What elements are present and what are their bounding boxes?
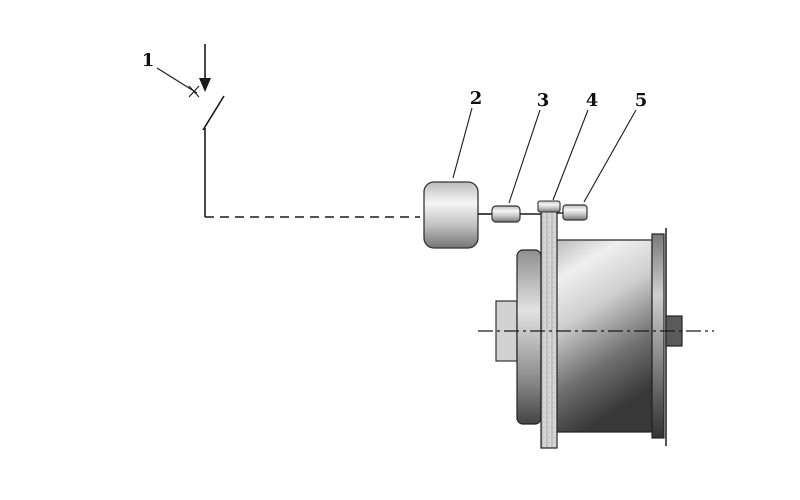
callout-4-leader	[552, 109, 589, 201]
callout-1-label: 1	[142, 50, 155, 71]
release-block	[562, 204, 588, 221]
switch-blade	[202, 95, 225, 131]
callout-2-group: 2	[452, 88, 483, 179]
motor-body	[544, 239, 653, 433]
callout-4-group: 4	[552, 90, 599, 201]
callout-2-leader	[452, 107, 473, 179]
callout-3-leader	[508, 109, 541, 204]
callout-2-label: 2	[470, 88, 483, 109]
electromagnet-cylinder	[423, 181, 479, 249]
supply-arrowhead-icon	[199, 78, 211, 92]
callout-3-label: 3	[537, 90, 550, 111]
disc-hub-cap	[537, 200, 561, 213]
callout-5-leader	[583, 109, 637, 203]
motor-front-cap	[516, 249, 542, 425]
callout-5-label: 5	[635, 90, 648, 111]
callout-1-group: 1	[142, 50, 200, 98]
callout-1-leader	[156, 67, 198, 94]
callout-1-tick-2	[188, 85, 200, 98]
brake-disc	[540, 207, 558, 449]
motor-rear-flange	[651, 233, 665, 439]
callout-5-group: 5	[583, 90, 648, 203]
motor-assembly	[495, 228, 683, 446]
callout-4-label: 4	[586, 90, 599, 111]
callout-3-group: 3	[508, 90, 550, 204]
coupling-block	[491, 205, 521, 223]
knife-switch	[199, 44, 225, 217]
